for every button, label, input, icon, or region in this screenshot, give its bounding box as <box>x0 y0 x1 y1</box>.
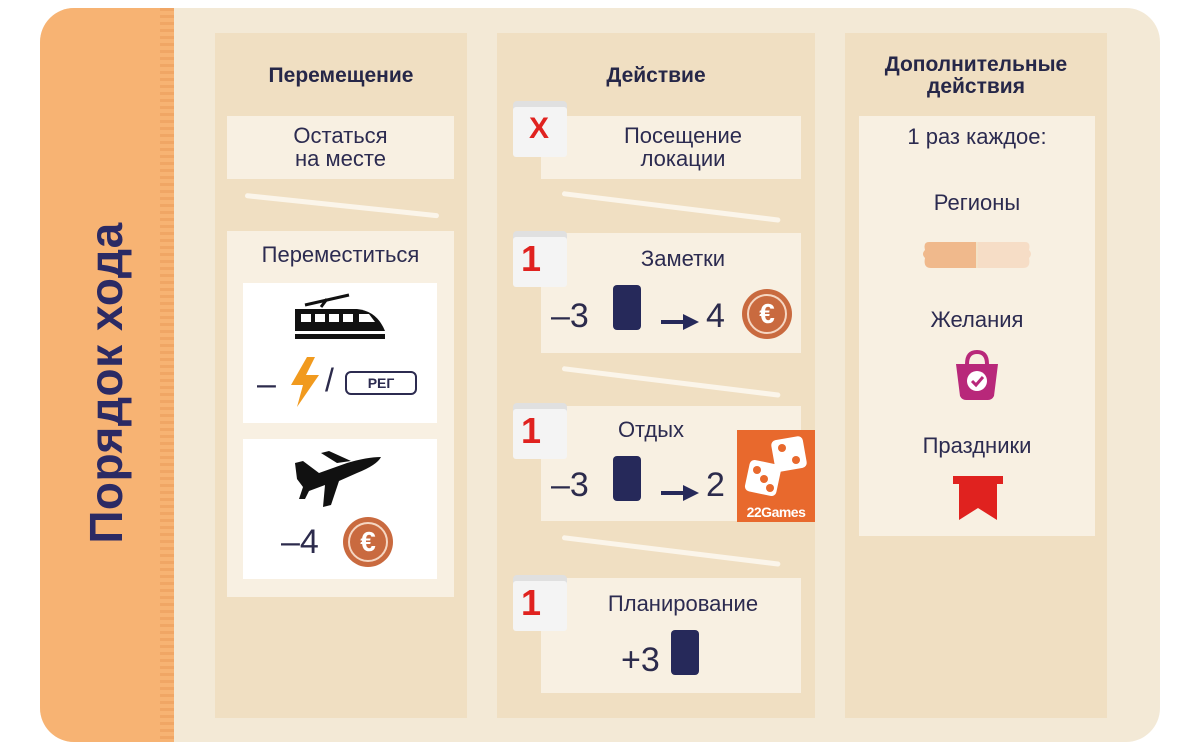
planning-label: Планирование <box>607 591 759 616</box>
notes-option: Заметки –3 4 € <box>541 233 801 353</box>
notes-badge: 1 <box>511 231 569 289</box>
rest-badge-label: 1 <box>520 410 542 451</box>
rest-gain: 2 <box>706 466 725 504</box>
card-icon <box>671 630 699 675</box>
rest-cost: –3 <box>551 466 589 504</box>
planning-badge-label: 1 <box>520 582 542 623</box>
notes-cost: –3 <box>551 297 589 335</box>
visit-line-1: Посещение <box>623 123 743 148</box>
action-column: Действие Посещение локации X Заметки –3 … <box>497 33 815 718</box>
visit-line-2: локации <box>640 146 726 171</box>
euro-icon: € <box>742 289 792 339</box>
train-cost-minus: – <box>257 365 276 403</box>
plane-icon <box>295 451 381 507</box>
move-label: Переместиться <box>261 242 420 267</box>
plane-panel: –4 € <box>243 439 437 579</box>
movement-column: Перемещение Остаться на месте Переместит… <box>215 33 467 718</box>
holidays-icon <box>953 476 1003 520</box>
side-title: Порядок хода <box>80 222 132 544</box>
stay-line-1: Остаться <box>293 123 388 148</box>
train-icon <box>295 293 385 339</box>
planning-option: Планирование +3 <box>541 578 801 693</box>
extra-title-line-1: Дополнительные <box>884 53 1068 76</box>
torn-edge <box>160 8 174 742</box>
extra-title-line-2: действия <box>927 75 1025 98</box>
rest-label: Отдых <box>617 417 685 442</box>
dice-icon <box>744 436 807 497</box>
wishes-icon <box>956 349 998 400</box>
visit-option: Посещение локации <box>541 116 801 179</box>
visit-badge: X <box>511 101 569 159</box>
extra-column: Дополнительные действия 1 раз каждое: Ре… <box>845 33 1107 718</box>
holidays-label: Праздники <box>922 433 1032 458</box>
divider <box>561 535 781 567</box>
notes-badge-label: 1 <box>520 238 542 279</box>
euro-icon: € <box>343 517 393 567</box>
regions-label: Регионы <box>933 190 1021 215</box>
notes-label: Заметки <box>640 246 726 271</box>
action-title: Действие <box>606 64 706 87</box>
wishes-label: Желания <box>930 307 1024 332</box>
divider <box>244 193 440 219</box>
movement-title: Перемещение <box>268 64 414 87</box>
divider <box>561 191 781 223</box>
ticket-icon: РЕГ <box>345 371 417 395</box>
plane-cost: –4 <box>281 523 319 561</box>
train-slash: / <box>325 362 334 398</box>
ticket-label: РЕГ <box>367 375 395 391</box>
stay-option: Остаться на месте <box>227 116 454 179</box>
arrow-icon <box>661 314 699 330</box>
watermark-label: 22Games <box>746 504 806 520</box>
planning-badge: 1 <box>511 575 569 633</box>
lightning-icon <box>291 357 319 407</box>
side-banner <box>40 8 172 742</box>
train-panel: – / РЕГ <box>243 283 437 423</box>
move-option: Переместиться – / РЕГ <box>227 231 454 597</box>
card-icon <box>613 456 641 501</box>
once-each-label: 1 раз каждое: <box>907 124 1047 149</box>
visit-badge-label: X <box>528 112 549 145</box>
regions-icon <box>923 242 1031 268</box>
divider <box>561 366 781 398</box>
card-icon <box>613 285 641 330</box>
rest-badge: 1 <box>511 403 569 461</box>
stay-line-2: на месте <box>295 146 386 171</box>
notes-gain: 4 <box>706 297 725 335</box>
planning-gain: +3 <box>621 641 660 679</box>
extra-box: 1 раз каждое: Регионы Желания Праздники <box>859 116 1095 536</box>
dice-watermark: 22Games <box>737 430 815 522</box>
arrow-icon <box>661 485 699 501</box>
